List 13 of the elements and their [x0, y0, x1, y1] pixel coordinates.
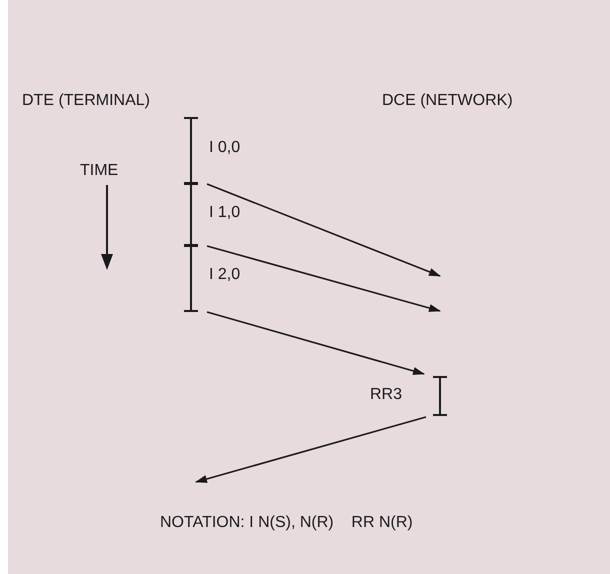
- frame-label: I 2,0: [209, 266, 240, 284]
- arrow: [206, 245, 441, 312]
- frame-label: I 0,0: [209, 139, 240, 157]
- arrow: [206, 311, 425, 375]
- notation-note: NOTATION: I N(S), N(R) RR N(R): [160, 514, 413, 532]
- frame-label: RR3: [370, 386, 402, 404]
- arrow: [195, 416, 426, 483]
- frame-label: I 1,0: [209, 204, 240, 222]
- column-heading: DTE (TERMINAL): [22, 92, 150, 110]
- column-heading: DCE (NETWORK): [382, 92, 513, 110]
- axis-label: TIME: [80, 162, 118, 180]
- arrow: [206, 183, 441, 277]
- time-interval: [368, 376, 448, 416]
